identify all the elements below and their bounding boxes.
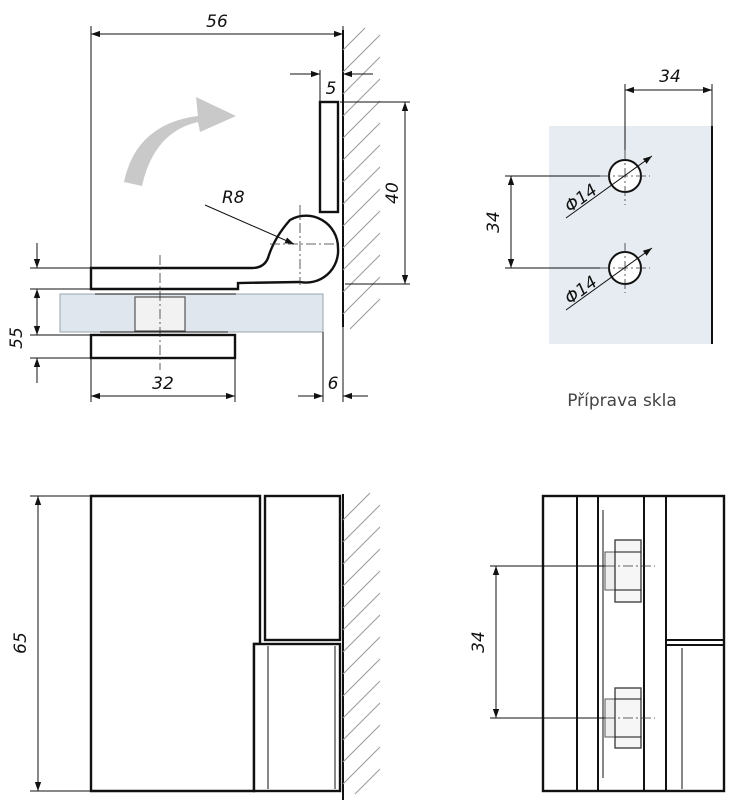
dim-clamp-width-label: 32 <box>152 374 174 394</box>
glass-sheet <box>549 126 712 344</box>
dim-clamp-height-label: 55 <box>7 327 27 349</box>
rotation-arrow-icon <box>124 97 236 186</box>
dim-spacing-label: 34 <box>484 211 504 233</box>
dim-pin-gap-label: 5 <box>326 79 337 99</box>
dim-height-label: 40 <box>383 182 403 204</box>
back-screw-1 <box>604 539 642 603</box>
dim-offset-label: 6 <box>328 374 339 394</box>
side-upper-leaf <box>263 494 342 642</box>
side-view: 65 <box>11 492 381 800</box>
leader-hole-1 <box>565 155 653 219</box>
dim-edge-label: 34 <box>659 67 681 87</box>
dim-back-spacing-label: 34 <box>469 631 489 653</box>
side-lower-leaf <box>252 642 342 793</box>
back-view: 34 <box>469 494 726 793</box>
side-main-plate <box>89 494 262 793</box>
leader-hole-2 <box>565 247 653 311</box>
front-view: 56 5 40 R8 55 32 6 <box>7 12 410 402</box>
glass-panel <box>59 293 324 333</box>
clamp-plate <box>89 333 237 360</box>
dim-radius-label: R8 <box>222 188 245 208</box>
dim-side-height-label: 65 <box>11 632 31 654</box>
wall-hatching-top <box>342 27 381 330</box>
hinge-body <box>89 214 340 291</box>
dim-width-label: 56 <box>206 12 228 32</box>
glass-prep-caption: Příprava skla <box>567 391 677 411</box>
dim-line-radius <box>204 204 295 245</box>
wall-hatching-bottom <box>342 492 381 800</box>
hinge-leaf <box>318 100 340 214</box>
glass-prep-view: 34 34 Φ14 Φ14 Příprava skla <box>484 67 713 411</box>
